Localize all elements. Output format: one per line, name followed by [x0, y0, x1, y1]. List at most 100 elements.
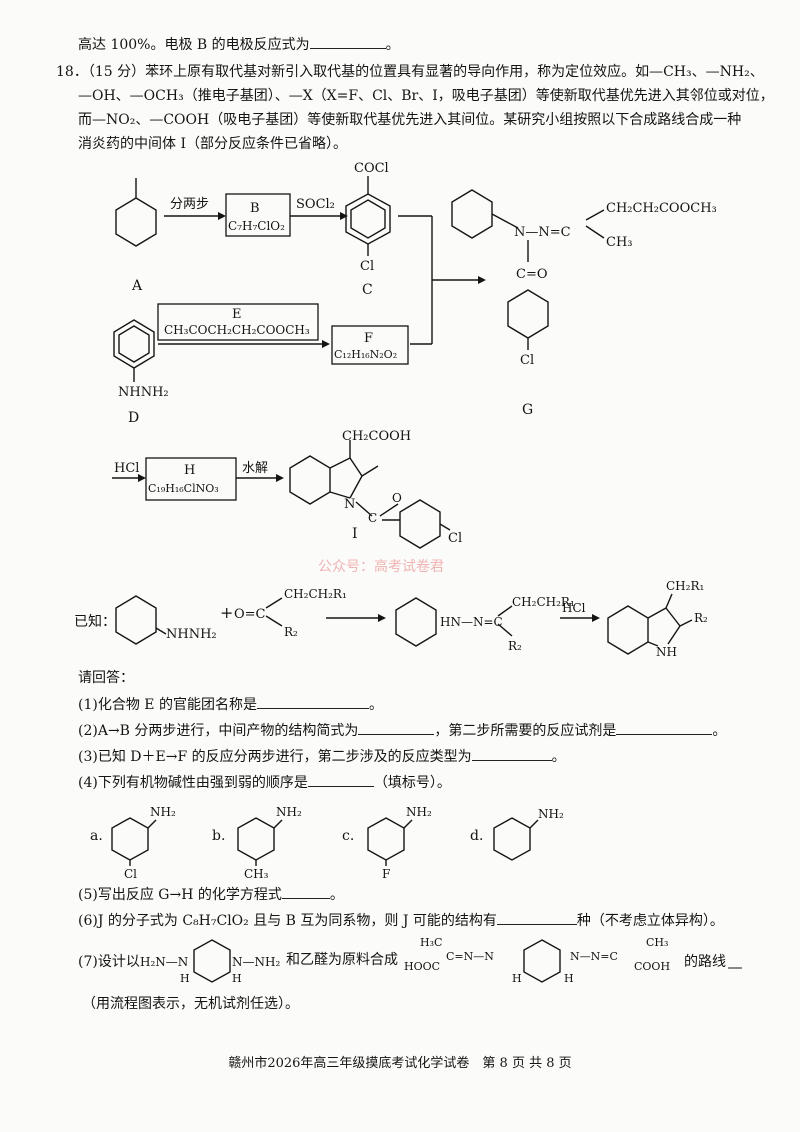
c-chlorine: Cl — [360, 259, 374, 274]
formula-b: C₇H₇ClO₂ — [228, 219, 285, 233]
q3-text: (3)已知 D＋E→F 的反应分两步进行，第二步涉及的反应类型为 — [78, 749, 472, 765]
label-a: A — [131, 278, 143, 294]
option-a-nh2: NH₂ — [150, 805, 176, 819]
q6-text-a: (6)J 的分子式为 C₈H₇ClO₂ 且与 B 互为同系物，则 J 可能的结构… — [78, 913, 497, 929]
q5-tail: 。 — [329, 887, 344, 903]
box-f — [331, 325, 409, 365]
q7-text-b: 和乙醛为原料合成 — [286, 952, 398, 968]
q4-options: a. NH₂ Cl b. NH₂ CH₃ c. NH₂ F d. — [90, 805, 564, 880]
q4-blank[interactable] — [307, 772, 374, 787]
compound-g-structure — [451, 189, 605, 350]
known-hcl: HCl — [562, 601, 586, 615]
question-7-structures: (7)设计以 H₂N—N H N—NH₂ H 和乙醛为原料合成 H₃C HOOC… — [78, 936, 742, 985]
box-h — [145, 457, 237, 501]
i-oxygen: O — [392, 491, 402, 505]
known-phenylhydrazine — [115, 595, 167, 645]
intro-text: 苯环上原有取代基对新引入取代基的位置具有显著的导向作用，称为定位效应。如—CH₃… — [145, 64, 764, 80]
group-cocl: COCl — [354, 161, 389, 176]
option-c-label: c. — [342, 828, 354, 844]
question-5: (5)写出反应 G→H 的化学方程式 。 — [78, 884, 344, 905]
question-3: (3)已知 D＋E→F 的反应分两步进行，第二步涉及的反应类型为 。 — [78, 746, 566, 767]
q7-start-h-left: H — [180, 972, 190, 985]
watermark: 公众号：高考试卷君 — [318, 559, 444, 575]
answer-prompt: 请回答： — [78, 670, 134, 686]
q5-text: (5)写出反应 G→H 的化学方程式 — [78, 887, 282, 903]
q2-tail: 。 — [712, 723, 727, 739]
q18-intro-line-2: —OH、—OCH₃（推电子基团）、—X（X=F、Cl、Br、I，吸电子基团）等使… — [78, 88, 774, 104]
compound-c-structure — [345, 176, 391, 256]
q3-blank[interactable] — [471, 746, 552, 761]
q2-text-b: ，第二步所需要的反应试剂是 — [434, 723, 617, 739]
answer-blank[interactable] — [309, 34, 386, 49]
q7-target-cooh-left: HOOC — [404, 960, 440, 973]
q2-blank-1[interactable] — [358, 720, 435, 735]
prev-text: 高达 100%。电极 B 的电极反应式为 — [78, 37, 310, 53]
q6-text-b: 种（不考虑立体异构）。 — [576, 913, 724, 929]
i-chlorine: Cl — [448, 531, 462, 546]
known-reaction: 已知： NHNH₂ + O=C CH₂CH₂R₁ R₂ HN—N=C CH₂CH… — [74, 579, 708, 659]
known-nhnh2: NHNH₂ — [166, 627, 217, 642]
formula-e: CH₃COCH₂CH₂COOCH₃ — [164, 323, 310, 337]
q7-text-c: 的路线 — [684, 954, 726, 970]
product-indole — [607, 593, 693, 655]
question-2: (2)A→B 分两步进行，中间产物的结构简式为，第二步所需要的反应试剂是。 — [78, 720, 726, 741]
reagent-socl2: SOCl₂ — [296, 197, 335, 212]
label-c: C — [362, 282, 373, 298]
label-b: B — [250, 201, 260, 216]
q1-blank[interactable] — [256, 694, 369, 709]
q3-tail: 。 — [551, 749, 566, 765]
group-nhnh2: NHNH₂ — [118, 385, 169, 400]
q7-target-h-left: H — [512, 972, 522, 985]
box-b — [225, 193, 291, 237]
question-number: 18． — [56, 64, 88, 80]
i-side-chain: CH₂COOH — [342, 429, 411, 444]
q7-target-nn-left: C=N—N — [446, 950, 494, 963]
label-e: E — [232, 307, 242, 322]
option-b-sub: CH₃ — [244, 867, 269, 880]
hydrazone-chain: CH₂CH₂R₁ — [512, 595, 575, 609]
option-c-nh2: NH₂ — [406, 805, 432, 819]
q7-start-h-right: H — [232, 972, 242, 985]
page-footer: 赣州市2026年高三年级摸底考试化学试卷 第 8 页 共 8 页 — [228, 1056, 572, 1071]
option-a-sub: Cl — [124, 867, 137, 880]
label-g: G — [522, 402, 533, 418]
q18-intro-line-4: 消炎药的中间体 I（部分反应条件已省略）。 — [78, 136, 347, 152]
product-nh: NH — [656, 645, 677, 659]
plus-sign: + — [220, 603, 233, 622]
question-score: （15 分） — [87, 64, 146, 80]
label-f: F — [364, 331, 373, 346]
formula-f: C₁₂H₁₆N₂O₂ — [334, 348, 397, 361]
q18-intro-line-1: 18．（15 分）苯环上原有取代基对新引入取代基的位置具有显著的导向作用，称为定… — [56, 62, 764, 82]
compound-i-structure — [289, 440, 451, 549]
q1-tail: 。 — [368, 697, 383, 713]
synthesis-scheme: A 分两步 B C₇H₇ClO₂ SOCl₂ COCl Cl C — [112, 161, 717, 549]
ketone-carbonyl: O=C — [234, 607, 266, 622]
g-chlorine: Cl — [520, 353, 534, 368]
option-c: c. NH₂ F — [342, 805, 432, 880]
g-side-chain: CH₂CH₂COOCH₃ — [606, 201, 717, 216]
q7-target-methyl-left: H₃C — [420, 936, 442, 949]
q2-blank-2[interactable] — [616, 720, 713, 735]
q5-blank[interactable] — [281, 884, 330, 899]
compound-d-structure — [113, 319, 155, 382]
q6-blank[interactable] — [496, 910, 577, 925]
question-6: (6)J 的分子式为 C₈H₇ClO₂ 且与 B 互为同系物，则 J 可能的结构… — [78, 910, 724, 931]
i-nitrogen: N — [344, 497, 355, 512]
q18-intro-line-3: 而—NO₂、—COOH（吸电子基团）等使新取代基优先进入其间位。某研究小组按照以… — [78, 112, 742, 128]
ketone-r2: R₂ — [284, 625, 298, 639]
g-carbonyl: C=O — [516, 267, 548, 282]
reagent-hcl: HCl — [114, 461, 139, 476]
option-a: a. NH₂ Cl — [90, 805, 176, 880]
q4-text: (4)下列有机物碱性由强到弱的顺序是 — [78, 775, 308, 791]
question-4: (4)下列有机物碱性由强到弱的顺序是（填标号）。 — [78, 772, 451, 793]
i-carbon: C — [368, 511, 377, 525]
option-b-nh2: NH₂ — [276, 805, 302, 819]
previous-question-tail: 高达 100%。电极 B 的电极反应式为。 — [78, 34, 400, 55]
q7-target-nn-right: N—N=C — [570, 950, 618, 963]
reagent-hydrolysis: 水解 — [242, 461, 268, 476]
q7-target-cooh-right: COOH — [634, 960, 670, 973]
option-d-label: d. — [470, 828, 483, 844]
q7-target-methyl-right: CH₃ — [646, 936, 668, 949]
q7-text-d: （用流程图表示，无机试剂任选）。 — [82, 996, 299, 1012]
option-b: b. NH₂ CH₃ — [212, 805, 302, 880]
